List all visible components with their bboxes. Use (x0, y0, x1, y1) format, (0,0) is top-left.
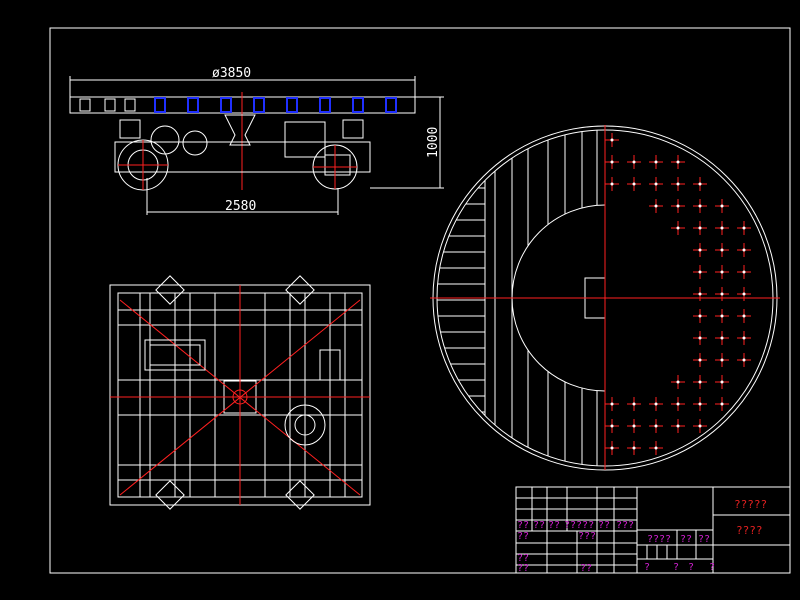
bolt-hole (715, 353, 729, 367)
motor (284, 121, 326, 158)
svg-text:??: ?? (517, 520, 529, 531)
svg-text:?: ? (709, 562, 715, 573)
bolt-hole (627, 441, 641, 455)
center-pivot (224, 114, 256, 146)
bolt-hole (605, 133, 619, 147)
bolt-hole (737, 309, 751, 323)
hidden-block (187, 97, 199, 113)
bolt-hole (671, 397, 685, 411)
hidden-block (286, 97, 298, 113)
svg-text:??: ?? (548, 520, 560, 531)
bolt-hole (693, 199, 707, 213)
bolt-hole (605, 419, 619, 433)
hidden-block (319, 97, 331, 113)
bolt-hole (715, 265, 729, 279)
title-block: ?? ?? ?? ????? ?? ??? ?? ??? ?? ?? ?? ??… (515, 486, 791, 574)
bolt-hole (737, 243, 751, 257)
bolt-hole (671, 375, 685, 389)
bolt-hole (693, 331, 707, 345)
dimension-wheelbase: 2580 (225, 199, 256, 214)
svg-text:?: ? (688, 562, 694, 573)
bolt-hole (605, 397, 619, 411)
bolt-hole (671, 155, 685, 169)
svg-text:??: ?? (698, 534, 710, 545)
side-view: ø3850 2580 1000 (69, 66, 444, 215)
bolt-hole (671, 221, 685, 235)
bolt-hole (649, 441, 663, 455)
bolt-hole (605, 441, 619, 455)
bolt-hole (649, 397, 663, 411)
bolt-hole (693, 397, 707, 411)
dimension-diameter: ø3850 (212, 66, 251, 81)
bolt-hole (605, 155, 619, 169)
bolt-hole (737, 353, 751, 367)
bolt-hole (627, 177, 641, 191)
svg-text:?: ? (673, 562, 679, 573)
bolt-hole (693, 375, 707, 389)
bolt-hole (671, 199, 685, 213)
bolt-hole (715, 375, 729, 389)
bolt-hole (693, 265, 707, 279)
hidden-block (253, 97, 265, 113)
bolt-hole (627, 397, 641, 411)
hidden-blocks (79, 97, 397, 113)
drawing-name: ????? (734, 498, 767, 511)
drawing-code: ???? (736, 524, 763, 537)
svg-text:?: ? (644, 562, 650, 573)
svg-text:??: ?? (517, 531, 529, 542)
bolt-holes (605, 133, 751, 455)
bolt-hole (715, 309, 729, 323)
bolt-hole (693, 309, 707, 323)
chassis-frame (114, 141, 371, 173)
bolt-hole (693, 243, 707, 257)
bolt-hole (649, 199, 663, 213)
bolt-hole (649, 155, 663, 169)
bolt-hole (693, 221, 707, 235)
bolt-hole (693, 419, 707, 433)
svg-text:??: ?? (580, 563, 592, 574)
svg-text:????: ???? (647, 534, 671, 545)
bolt-hole (649, 177, 663, 191)
bolt-hole (627, 419, 641, 433)
svg-text:??: ?? (517, 553, 529, 564)
bolt-hole (715, 287, 729, 301)
bolt-hole (693, 353, 707, 367)
bolt-hole (715, 199, 729, 213)
bolt-hole (715, 397, 729, 411)
bolt-hole (715, 331, 729, 345)
bolt-hole (737, 221, 751, 235)
svg-text:??: ?? (533, 520, 545, 531)
turntable-top-view (430, 125, 780, 471)
bolt-hole (737, 331, 751, 345)
bolt-hole (627, 155, 641, 169)
bolt-hole (693, 177, 707, 191)
bolt-hole (737, 265, 751, 279)
svg-text:??: ?? (680, 534, 692, 545)
bolt-hole (671, 177, 685, 191)
hidden-block (385, 97, 397, 113)
svg-text:???: ??? (578, 531, 596, 542)
svg-text:??: ?? (598, 520, 610, 531)
svg-text:??: ?? (517, 563, 529, 574)
bolt-hole (693, 287, 707, 301)
bolt-hole (649, 419, 663, 433)
drawing-frame (49, 27, 791, 574)
dimension-height: 1000 (426, 127, 441, 158)
svg-text:?????: ????? (564, 520, 594, 531)
hidden-block (154, 97, 166, 113)
hidden-block (220, 97, 232, 113)
bolt-hole (715, 243, 729, 257)
plan-view (109, 275, 371, 510)
bolt-hole (605, 177, 619, 191)
bolt-hole (671, 419, 685, 433)
hidden-block (352, 97, 364, 113)
bolt-hole (737, 287, 751, 301)
svg-text:???: ??? (616, 520, 634, 531)
bolt-hole (715, 221, 729, 235)
